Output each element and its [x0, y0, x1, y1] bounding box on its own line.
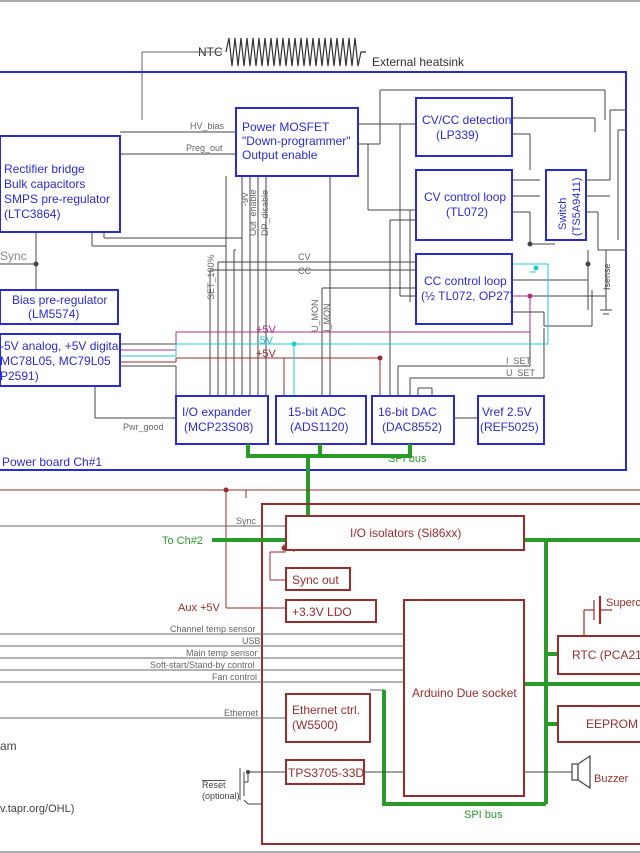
reset-label: Reset	[202, 780, 226, 790]
adc-line1: 15-bit ADC	[288, 405, 346, 419]
sig-usb-label: USB	[242, 636, 261, 646]
buzzer-label: Buzzer	[594, 773, 629, 785]
io-expander-line1: I/O expander	[182, 405, 251, 419]
analog-line1: -5V analog, +5V digital	[0, 339, 121, 353]
sig-channel-temp-label: Channel temp sensor	[170, 624, 256, 634]
aux-label: Aux +5V	[178, 602, 221, 614]
supercap-label: Superc	[606, 597, 640, 609]
ethernet-line2: (W5500)	[292, 718, 338, 732]
pwr-good-label: Pwr_good	[123, 422, 164, 432]
sig-fan-label: Fan control	[212, 672, 257, 682]
out-enable-label: Out_enable	[248, 189, 258, 236]
set100-label: SET_100%	[206, 254, 216, 300]
rectifier-line2: Bulk capacitors	[4, 177, 85, 191]
mosfet-line3: Output enable	[242, 148, 318, 162]
cv-label: CV	[298, 252, 311, 262]
power-board-frame	[0, 71, 627, 471]
analog-line2: MC78L05, MC79L05	[0, 354, 111, 368]
io-isolators-label: I/O isolators (Si86xx)	[350, 526, 461, 540]
preg-out-label: Preg_out	[186, 143, 223, 153]
rectifier-line3: SMPS pre-regulator	[4, 192, 110, 206]
footer-line1: am	[0, 739, 17, 753]
spi-bus-label-bottom: SPI bus	[464, 809, 503, 821]
to-ch2-label: To Ch#2	[162, 535, 203, 547]
bias-line2: (LM5574)	[28, 307, 79, 321]
switch-line2: (TS5A9411)	[571, 178, 583, 237]
isense-label: Isense	[602, 263, 612, 290]
ldo-label: +3.3V LDO	[292, 605, 352, 619]
cc-loop-line1: CC control loop	[424, 274, 507, 288]
cv-loop-line2: (TL072)	[446, 205, 488, 219]
ethernet-line1: Ethernet ctrl.	[292, 703, 360, 717]
mcu-board-frame	[261, 503, 640, 845]
imon-label: I_MON	[322, 303, 332, 332]
reset-optional-label: (optional)	[202, 791, 240, 801]
sig-ethernet-label: Ethernet	[224, 708, 259, 718]
dac-line2: (DAC8552)	[382, 420, 442, 434]
vref-line1: Vref 2.5V	[482, 405, 532, 419]
mosfet-line1: Power MOSFET	[242, 120, 330, 134]
sync-out-label: Sync out	[292, 573, 339, 587]
heatsink: NTC External heatsink	[141, 37, 465, 120]
power-board-title: Power board Ch#1	[2, 455, 102, 469]
bias-line1: Bias pre-regulator	[12, 293, 107, 307]
eeprom-label: EEPROM	[586, 717, 638, 731]
rectifier-line4: (LTC3864)	[4, 207, 60, 221]
spi-bus-label-top: SPI bus	[388, 453, 427, 465]
sig-softstart-label: Soft-start/Stand-by control	[150, 660, 255, 670]
rectifier-line1: Rectifier bridge	[4, 162, 85, 176]
dac-line1: 16-bit DAC	[378, 405, 437, 419]
rtc-label: RTC (PCA21	[572, 648, 640, 662]
cc-label: CC	[298, 266, 311, 276]
sig-sync-label: Sync	[236, 516, 257, 526]
hv-bias-label: HV_bias	[190, 121, 225, 131]
footer-line2: v.tapr.org/OHL)	[0, 803, 74, 815]
sync-label: Sync	[0, 249, 27, 263]
dp-disable-label: DP_disable	[260, 190, 270, 236]
switch-line1: Switch	[557, 198, 569, 230]
rail-m5-label: -5V	[256, 335, 274, 347]
io-expander-line2: (MCP23S08)	[184, 420, 253, 434]
uset-label: U_SET	[506, 368, 536, 378]
rail-p5-label: +5V	[256, 324, 277, 336]
heatsink-label: External heatsink	[372, 55, 465, 69]
sig-main-temp-label: Main temp sensor	[186, 648, 258, 658]
cv-loop-line1: CV control loop	[424, 190, 506, 204]
cvcc-detect-line1: CV/CC detection	[422, 113, 511, 127]
cc-loop-line2: (½ TL072, OP27)	[421, 289, 514, 303]
analog-line3: P2591)	[0, 369, 39, 383]
adc-line2: (ADS1120)	[290, 420, 348, 434]
iset-label: I_SET	[506, 356, 532, 366]
arduino-label: Arduino Due socket	[412, 686, 517, 700]
mosfet-line2: "Down-programmer"	[242, 134, 351, 148]
tps-label: TPS3705-33D	[288, 766, 364, 780]
cvcc-detect-line2: (LP339)	[436, 128, 479, 142]
vref-line2: (REF5025)	[480, 420, 539, 434]
m9v-label: -9V	[240, 192, 250, 206]
umon-label: U_MON	[310, 299, 320, 332]
rail-p5b-label: +5V	[256, 348, 277, 360]
